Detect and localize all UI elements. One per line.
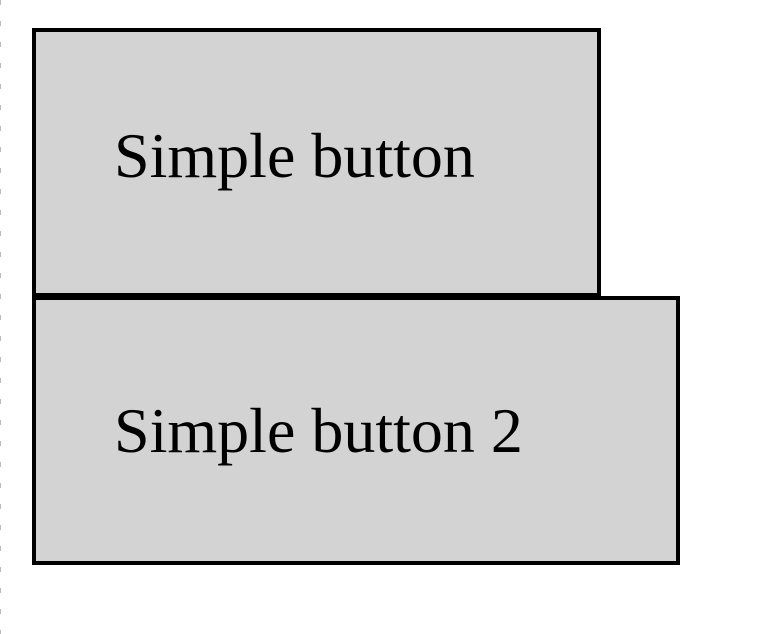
simple-button[interactable]: Simple button: [32, 28, 601, 297]
simple-button-2[interactable]: Simple button 2: [32, 296, 680, 565]
left-edge-dashed-line: [0, 0, 1, 634]
simple-button-2-label: Simple button 2: [114, 394, 523, 466]
simple-button-label: Simple button: [114, 119, 475, 191]
